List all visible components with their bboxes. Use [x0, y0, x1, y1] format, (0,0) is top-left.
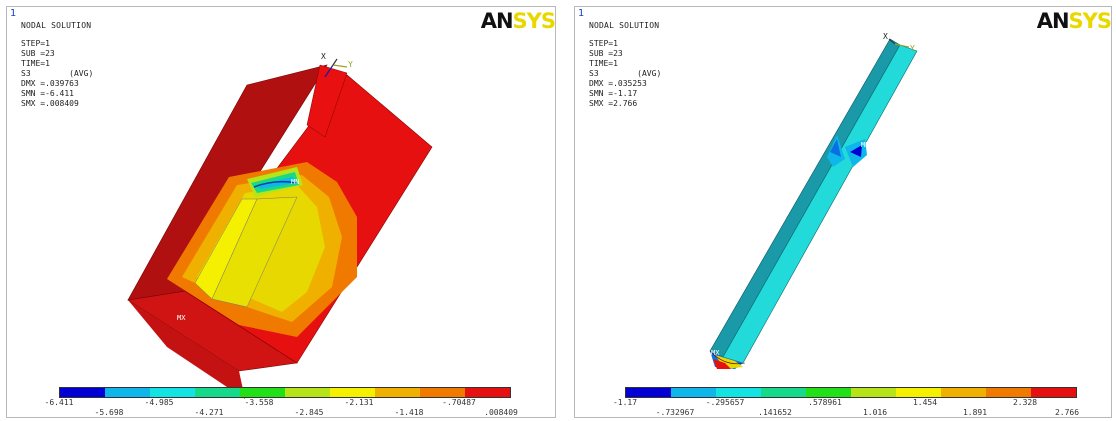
legend-tick-label: 1.016	[862, 408, 888, 417]
contour-inner-right	[211, 196, 298, 308]
notch-edge	[253, 180, 298, 188]
legend-band	[150, 388, 195, 397]
legend-band	[465, 388, 510, 397]
legend-band	[896, 388, 941, 397]
legend-band	[806, 388, 851, 397]
quantity-row: S3 (AVG)	[589, 69, 661, 79]
axis-triad: X Y	[883, 32, 915, 53]
legend-tick-label: .578961	[808, 398, 842, 407]
legend-tick-label: 2.766	[1054, 408, 1080, 417]
legend-tick-label: -6.411	[44, 398, 74, 407]
legend-band	[851, 388, 896, 397]
legend-band	[240, 388, 285, 397]
contour-model[interactable]: X Y MN MX	[575, 7, 1112, 418]
solution-info: STEP=1 SUB =23 TIME=1 S3 (AVG) DMX =.035…	[589, 39, 661, 109]
axis-y-label: Y	[910, 44, 915, 53]
step-text: STEP=1	[589, 39, 618, 48]
axis-triad: X Y	[321, 52, 353, 78]
legend-tick-label: 1.454	[912, 398, 938, 407]
legend-band	[716, 388, 761, 397]
solution-info: STEP=1 SUB =23 TIME=1 S3 (AVG) DMX =.039…	[21, 39, 93, 109]
legend-band	[195, 388, 240, 397]
legend-tick-label: -1.17	[612, 398, 638, 407]
legend-band	[285, 388, 330, 397]
min-marker: MN	[291, 178, 299, 186]
end-edge	[709, 350, 746, 365]
smn-text: SMN =-6.411	[21, 89, 74, 98]
legend-band	[761, 388, 806, 397]
time-text: TIME=1	[21, 59, 50, 68]
ansys-logo: ANSYS	[480, 9, 555, 33]
right-result-window[interactable]: 1 NODAL SOLUTION STEP=1 SUB =23 TIME=1 S…	[574, 6, 1112, 418]
quantity-text: S3	[21, 69, 31, 78]
max-marker: MX	[177, 314, 186, 322]
quantity-text: S3	[589, 69, 599, 78]
legend-tick-label: .008409	[484, 408, 518, 417]
end-yellow	[715, 355, 743, 369]
legend-band	[986, 388, 1031, 397]
step-text: STEP=1	[21, 39, 50, 48]
legend-band	[420, 388, 465, 397]
legend-band	[375, 388, 420, 397]
legend-band	[1031, 388, 1076, 397]
sub-text: SUB =23	[21, 49, 55, 58]
legend-tick-label: 1.891	[962, 408, 988, 417]
plot-title: NODAL SOLUTION	[21, 21, 92, 30]
legend-band	[105, 388, 150, 397]
window-number: 1	[10, 8, 17, 19]
avg-text: (AVG)	[637, 69, 662, 78]
contour-legend	[625, 387, 1077, 398]
legend-tick-label: 2.328	[1012, 398, 1038, 407]
legend-tick-label: -2.845	[294, 408, 324, 417]
contour-dark-blue	[850, 145, 862, 157]
legend-band	[60, 388, 105, 397]
legend-tick-label: -.732967	[655, 408, 695, 417]
legend-tick-label: -.70487	[442, 398, 476, 407]
dmx-text: DMX =.035253	[589, 79, 647, 88]
axis-x-label: X	[321, 52, 326, 61]
bar-left-face	[709, 38, 901, 358]
sub-text: SUB =23	[589, 49, 623, 58]
legend-tick-label: .141652	[758, 408, 792, 417]
ansys-logo: ANSYS	[1036, 9, 1111, 33]
legend-tick-label: -1.418	[394, 408, 424, 417]
legend-tick-label: -5.698	[94, 408, 124, 417]
quantity-row: S3 (AVG)	[21, 69, 93, 79]
contour-blue	[830, 139, 841, 157]
contour-cyan	[257, 177, 295, 189]
avg-text: (AVG)	[69, 69, 94, 78]
legend-band	[330, 388, 375, 397]
axis-y-label: Y	[348, 60, 353, 69]
contour-legend	[59, 387, 511, 398]
plot-title: NODAL SOLUTION	[589, 21, 660, 30]
max-marker: MX	[711, 349, 720, 357]
window-number: 1	[578, 8, 585, 19]
legend-tick-label: -.295657	[705, 398, 745, 407]
smx-text: SMX =.008409	[21, 99, 79, 108]
axis-x-label: X	[883, 32, 888, 41]
top-strip	[306, 64, 348, 138]
left-result-window[interactable]: 1 NODAL SOLUTION STEP=1 SUB =23 TIME=1 S…	[6, 6, 556, 418]
legend-band	[941, 388, 986, 397]
end-red	[713, 359, 731, 369]
legend-tick-label: -4.985	[144, 398, 174, 407]
legend-band	[671, 388, 716, 397]
smn-text: SMN =-1.17	[589, 89, 638, 98]
smx-text: SMX =2.766	[589, 99, 638, 108]
contour-model[interactable]: X Y MN MX	[7, 7, 556, 418]
bar-right-face	[722, 44, 918, 364]
legend-tick-label: -3.558	[244, 398, 274, 407]
legend-tick-label: -2.131	[344, 398, 374, 407]
time-text: TIME=1	[589, 59, 618, 68]
legend-tick-label: -4.271	[194, 408, 224, 417]
min-marker: MN	[861, 141, 869, 149]
dmx-text: DMX =.039763	[21, 79, 79, 88]
legend-band	[626, 388, 671, 397]
end-face-curve	[128, 300, 245, 399]
